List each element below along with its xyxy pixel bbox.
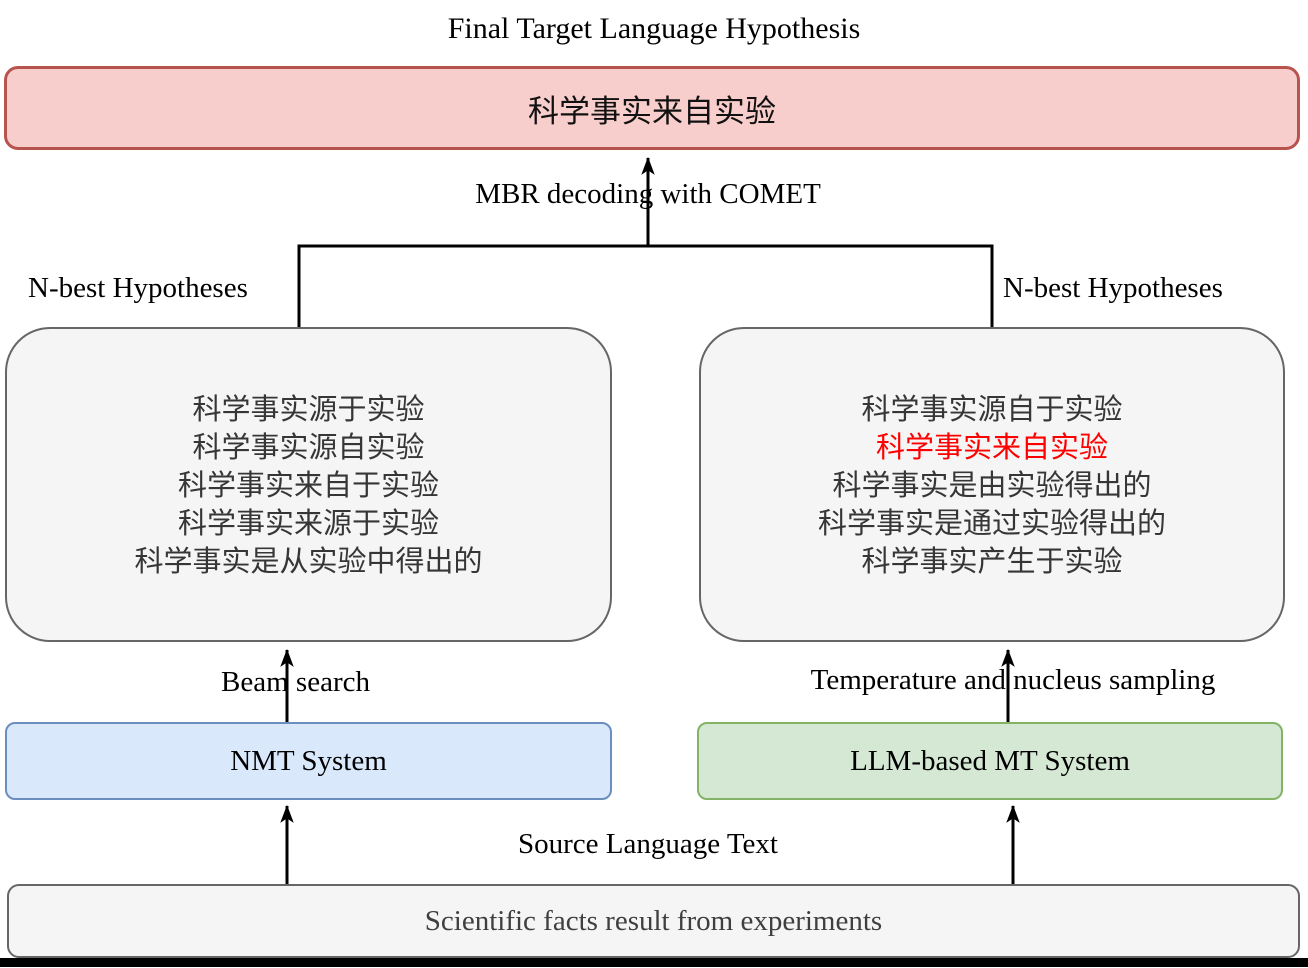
nmt-system-label: NMT System xyxy=(230,744,387,777)
final-hypothesis-box: 科学事实来自实验 xyxy=(4,66,1300,150)
source-language-label: Source Language Text xyxy=(518,828,778,860)
final-hypothesis-text: 科学事实来自实验 xyxy=(528,93,776,130)
bottom-border-bar xyxy=(0,958,1308,967)
source-text: Scientific facts result from experiments xyxy=(424,904,883,937)
nmt-system-box: NMT System xyxy=(5,722,612,800)
llm-hypothesis-line: 科学事实产生于实验 xyxy=(861,543,1123,578)
llm-hypothesis-line-selected: 科学事实来自实验 xyxy=(875,429,1108,464)
nmt-hypothesis-line: 科学事实来自于实验 xyxy=(177,467,439,502)
nmt-hypothesis-line: 科学事实来源于实验 xyxy=(177,505,439,540)
nbest-hypotheses-label-left: N-best Hypotheses xyxy=(28,272,248,304)
mbr-decoding-label: MBR decoding with COMET xyxy=(475,178,821,210)
llm-hypothesis-line: 科学事实是由实验得出的 xyxy=(832,467,1152,502)
llm-system-box: LLM-based MT System xyxy=(697,722,1283,800)
nbest-connector-line xyxy=(297,244,994,327)
llm-nbest-box: 科学事实源自于实验 科学事实来自实验 科学事实是由实验得出的 科学事实是通过实验… xyxy=(699,327,1285,642)
beam-search-label: Beam search xyxy=(221,666,370,698)
diagram-title: Final Target Language Hypothesis xyxy=(447,12,861,45)
nmt-hypothesis-line: 科学事实源自实验 xyxy=(192,429,425,464)
nmt-nbest-box: 科学事实源于实验 科学事实源自实验 科学事实来自于实验 科学事实来源于实验 科学… xyxy=(5,327,612,642)
source-text-box: Scientific facts result from experiments xyxy=(7,884,1300,958)
llm-hypothesis-line: 科学事实是通过实验得出的 xyxy=(817,505,1166,540)
sampling-label: Temperature and nucleus sampling xyxy=(810,664,1216,696)
nmt-hypothesis-line: 科学事实是从实验中得出的 xyxy=(134,543,483,578)
llm-system-label: LLM-based MT System xyxy=(850,744,1130,777)
nbest-hypotheses-label-right: N-best Hypotheses xyxy=(1003,272,1223,304)
llm-hypothesis-line: 科学事实源自于实验 xyxy=(861,391,1123,426)
nmt-hypothesis-line: 科学事实源于实验 xyxy=(192,391,425,426)
